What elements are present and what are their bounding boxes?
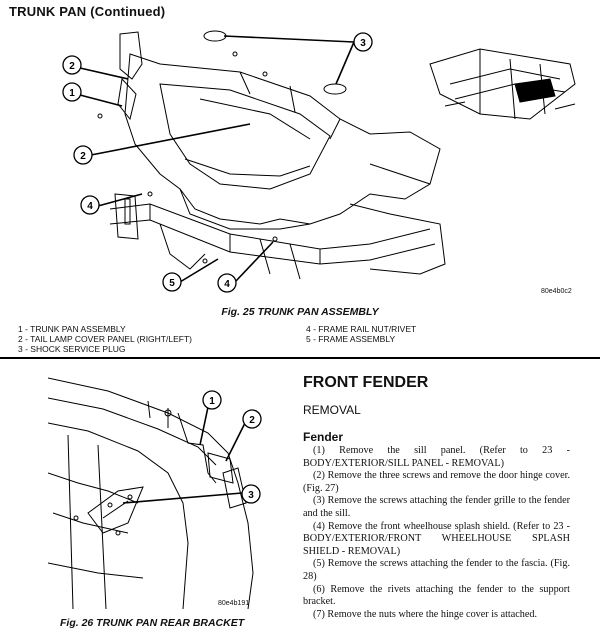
procedure-step: (3) Remove the screws attaching the fend… — [303, 495, 570, 519]
figure-code: 80e4b191 — [218, 600, 250, 607]
procedure-step: (6) Remove the rivets attaching the fend… — [303, 583, 570, 608]
legend-item: 4 - FRAME RAIL NUT/RIVET — [306, 324, 417, 334]
section-subtitle: REMOVAL — [303, 403, 361, 417]
section-divider — [0, 357, 600, 359]
svg-text:3: 3 — [248, 490, 254, 501]
legend-item: 5 - FRAME ASSEMBLY — [306, 334, 396, 344]
callout-4-bottom: 4 — [217, 273, 237, 293]
legend-item: 2 - TAIL LAMP COVER PANEL (RIGHT/LEFT) — [18, 334, 192, 344]
trunk-pan-rear-bracket-illustration: 1 2 3 — [48, 377, 262, 609]
procedure-step: (7) Remove the nuts where the hinge cove… — [313, 608, 538, 620]
callout-3: 3 — [353, 32, 373, 52]
svg-text:2: 2 — [249, 415, 255, 426]
procedure-steps: (1) Remove the sill panel. (Refer to 23 … — [303, 445, 570, 621]
legend-left: 1 - TRUNK PAN ASSEMBLY 2 - TAIL LAMP COV… — [18, 324, 192, 354]
callout-4-left: 4 — [80, 195, 100, 215]
callout-2-top: 2 — [62, 55, 82, 75]
figure-caption: Fig. 26 TRUNK PAN REAR BRACKET — [60, 617, 245, 629]
procedure-step: (4) Remove the front wheelhouse splash s… — [303, 520, 570, 557]
section-subheading: Fender — [303, 430, 344, 444]
legend-right: 4 - FRAME RAIL NUT/RIVET 5 - FRAME ASSEM… — [306, 324, 416, 344]
trunk-pan-assembly-illustration: 2 1 2 4 5 4 3 — [62, 30, 576, 293]
callout-5: 5 — [162, 272, 182, 292]
figure-caption: Fig. 25 TRUNK PAN ASSEMBLY — [221, 306, 379, 318]
figure-code: 80e4b0c2 — [541, 288, 572, 295]
svg-text:2: 2 — [69, 61, 75, 72]
legend-item: 3 - SHOCK SERVICE PLUG — [18, 344, 126, 354]
callout-2: 2 — [242, 409, 262, 429]
callout-2-mid: 2 — [73, 145, 93, 165]
procedure-step: (5) Remove the screws attaching the fend… — [303, 558, 570, 582]
svg-text:5: 5 — [169, 278, 175, 289]
svg-text:1: 1 — [69, 88, 75, 99]
section-title: FRONT FENDER — [303, 374, 429, 391]
callout-1: 1 — [202, 390, 222, 410]
page-title: TRUNK PAN (Continued) — [9, 4, 166, 19]
svg-text:1: 1 — [209, 396, 215, 407]
callout-3: 3 — [241, 484, 261, 504]
svg-text:2: 2 — [80, 151, 86, 162]
svg-text:4: 4 — [224, 279, 230, 290]
procedure-step: (1) Remove the sill panel. (Refer to 23 … — [303, 445, 570, 469]
callout-1: 1 — [62, 82, 82, 102]
procedure-step: (2) Remove the three screws and remove t… — [303, 470, 570, 494]
svg-text:3: 3 — [360, 38, 366, 49]
legend-item: 1 - TRUNK PAN ASSEMBLY — [18, 324, 126, 334]
svg-text:4: 4 — [87, 201, 93, 212]
